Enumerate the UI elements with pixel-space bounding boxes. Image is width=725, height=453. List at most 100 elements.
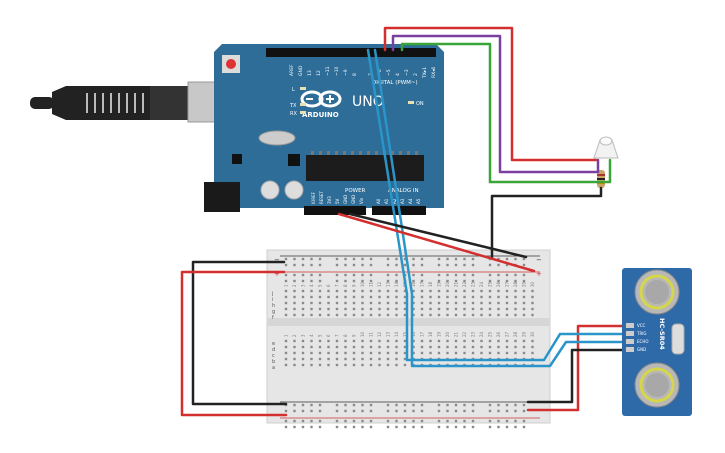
breadboard-hole[interactable] — [522, 257, 526, 261]
breadboard-hole[interactable] — [437, 313, 441, 317]
breadboard-hole[interactable] — [335, 357, 339, 361]
breadboard-hole[interactable] — [454, 301, 458, 305]
breadboard-hole[interactable] — [488, 339, 492, 343]
breadboard-hole[interactable] — [344, 425, 347, 429]
breadboard-hole[interactable] — [463, 295, 466, 299]
breadboard-hole[interactable] — [293, 409, 296, 413]
breadboard-hole[interactable] — [284, 357, 288, 361]
breadboard-hole[interactable] — [471, 295, 475, 299]
breadboard-hole[interactable] — [412, 403, 415, 407]
breadboard-hole[interactable] — [395, 351, 398, 355]
breadboard[interactable]: j i h g f e d c b a − + − + 112233445566… — [266, 249, 551, 429]
breadboard-hole[interactable] — [514, 257, 517, 261]
breadboard-hole[interactable] — [386, 425, 390, 429]
breadboard-hole[interactable] — [514, 273, 517, 277]
breadboard-hole[interactable] — [454, 263, 458, 267]
breadboard-hole[interactable] — [318, 339, 322, 343]
breadboard-hole[interactable] — [505, 345, 509, 349]
breadboard-hole[interactable] — [522, 351, 526, 355]
breadboard-hole[interactable] — [284, 409, 288, 413]
breadboard-hole[interactable] — [471, 409, 475, 413]
breadboard-hole[interactable] — [471, 289, 475, 293]
red-wire[interactable] — [526, 324, 624, 412]
breadboard-hole[interactable] — [327, 339, 330, 343]
breadboard-hole[interactable] — [344, 313, 347, 317]
breadboard-hole[interactable] — [344, 403, 347, 407]
breadboard-hole[interactable] — [488, 403, 492, 407]
breadboard-hole[interactable] — [480, 295, 483, 299]
breadboard-hole[interactable] — [454, 351, 458, 355]
breadboard-hole[interactable] — [497, 425, 500, 429]
breadboard-hole[interactable] — [395, 345, 398, 349]
breadboard-hole[interactable] — [429, 301, 432, 305]
breadboard-hole[interactable] — [344, 257, 347, 261]
breadboard-hole[interactable] — [344, 301, 347, 305]
black-wire[interactable] — [490, 186, 603, 259]
breadboard-hole[interactable] — [412, 301, 415, 305]
breadboard-hole[interactable] — [361, 273, 364, 277]
breadboard-hole[interactable] — [284, 351, 288, 355]
breadboard-hole[interactable] — [412, 345, 415, 349]
breadboard-hole[interactable] — [522, 403, 526, 407]
breadboard-hole[interactable] — [514, 351, 517, 355]
breadboard-hole[interactable] — [378, 307, 381, 311]
breadboard-hole[interactable] — [403, 263, 407, 267]
breadboard-hole[interactable] — [412, 273, 415, 277]
breadboard-hole[interactable] — [318, 403, 322, 407]
breadboard-hole[interactable] — [386, 295, 390, 299]
breadboard-hole[interactable] — [284, 295, 288, 299]
breadboard-hole[interactable] — [522, 295, 526, 299]
breadboard-hole[interactable] — [463, 301, 466, 305]
breadboard-hole[interactable] — [505, 279, 509, 283]
breadboard-hole[interactable] — [378, 295, 381, 299]
breadboard-hole[interactable] — [522, 425, 526, 429]
breadboard-hole[interactable] — [318, 409, 322, 413]
breadboard-hole[interactable] — [420, 307, 424, 311]
breadboard-hole[interactable] — [395, 263, 398, 267]
breadboard-hole[interactable] — [369, 351, 373, 355]
breadboard-hole[interactable] — [463, 403, 466, 407]
breadboard-hole[interactable] — [386, 301, 390, 305]
breadboard-hole[interactable] — [344, 409, 347, 413]
breadboard-hole[interactable] — [463, 345, 466, 349]
breadboard-hole[interactable] — [505, 263, 509, 267]
breadboard-hole[interactable] — [531, 289, 534, 293]
breadboard-hole[interactable] — [361, 363, 364, 367]
breadboard-hole[interactable] — [293, 345, 296, 349]
breadboard-hole[interactable] — [403, 301, 407, 305]
breadboard-hole[interactable] — [378, 313, 381, 317]
breadboard-hole[interactable] — [531, 301, 534, 305]
breadboard-hole[interactable] — [463, 289, 466, 293]
breadboard-hole[interactable] — [531, 295, 534, 299]
breadboard-hole[interactable] — [412, 307, 415, 311]
breadboard-hole[interactable] — [301, 273, 305, 277]
breadboard-hole[interactable] — [488, 273, 492, 277]
breadboard-hole[interactable] — [497, 295, 500, 299]
breadboard-hole[interactable] — [497, 257, 500, 261]
breadboard-hole[interactable] — [505, 351, 509, 355]
breadboard-hole[interactable] — [514, 313, 517, 317]
breadboard-hole[interactable] — [361, 279, 364, 283]
breadboard-hole[interactable] — [480, 351, 483, 355]
breadboard-hole[interactable] — [531, 339, 534, 343]
breadboard-hole[interactable] — [497, 339, 500, 343]
breadboard-hole[interactable] — [497, 301, 500, 305]
breadboard-hole[interactable] — [293, 301, 296, 305]
breadboard-hole[interactable] — [344, 263, 347, 267]
breadboard-hole[interactable] — [301, 363, 305, 367]
breadboard-hole[interactable] — [446, 425, 449, 429]
breadboard-hole[interactable] — [395, 357, 398, 361]
breadboard-hole[interactable] — [420, 351, 424, 355]
breadboard-hole[interactable] — [352, 409, 356, 413]
breadboard-hole[interactable] — [310, 313, 313, 317]
breadboard-hole[interactable] — [361, 403, 364, 407]
breadboard-hole[interactable] — [310, 351, 313, 355]
breadboard-hole[interactable] — [327, 307, 330, 311]
breadboard-hole[interactable] — [310, 345, 313, 349]
breadboard-hole[interactable] — [301, 263, 305, 267]
breadboard-hole[interactable] — [369, 257, 373, 261]
breadboard-hole[interactable] — [403, 363, 407, 367]
breadboard-hole[interactable] — [310, 279, 313, 283]
breadboard-hole[interactable] — [310, 419, 313, 423]
breadboard-hole[interactable] — [429, 351, 432, 355]
